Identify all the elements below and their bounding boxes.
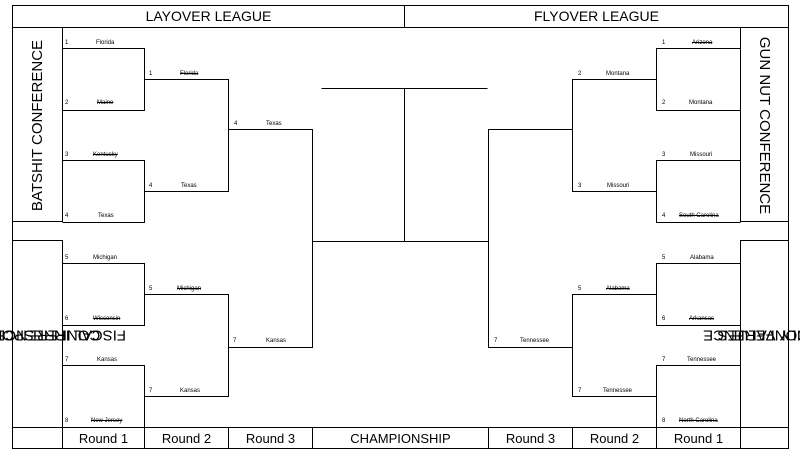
team-name: Kansas (97, 357, 118, 363)
outer-frame (12, 5, 789, 449)
team-name: Arizona (692, 40, 713, 46)
right-league-header: FLYOVER LEAGUE (533, 8, 659, 24)
seed-number: 8 (662, 418, 666, 424)
team-name: Kansas (266, 338, 287, 344)
seed-number: 4 (662, 213, 666, 219)
matchup-right-r2-2 (572, 294, 657, 397)
team-name: Arkansas (689, 316, 715, 322)
team-name: Tennessee (603, 388, 633, 394)
left-league-header: LAYOVER LEAGUE (145, 8, 272, 24)
round-label-championship: CHAMPIONSHIP (350, 430, 451, 446)
team-name: Montana (689, 100, 713, 106)
round-label: Round 3 (505, 430, 556, 446)
seed-number: 4 (234, 121, 238, 127)
seed-number: 4 (149, 183, 153, 189)
conference-name: GUN NUT CONFERENCE (756, 36, 774, 214)
matchup-right-r1-3 (656, 263, 741, 326)
matchup-right-r1-4 (656, 365, 741, 428)
team-name: Montana (606, 71, 630, 77)
seed-number: 5 (578, 286, 582, 292)
seed-number: 7 (578, 388, 582, 394)
team-name: South Carolina (679, 213, 719, 219)
seed-number: 7 (149, 388, 153, 394)
matchup-right-r1-1 (656, 48, 741, 111)
seed-number: 7 (233, 338, 237, 344)
matchup-right-r2-1 (572, 79, 657, 192)
seed-number: 1 (149, 71, 153, 77)
conference-label-top-left: BATSHIT CONFERENCE (13, 28, 63, 222)
conference-box-bottom-right (740, 240, 789, 428)
conference-name-line-2: CONFERENCE (0, 326, 101, 343)
team-name: North Carolina (679, 418, 718, 424)
matchup-right-r1-2 (656, 160, 741, 223)
conference-name: BATSHIT CONFERENCE (29, 39, 47, 211)
team-name: Alabama (690, 255, 714, 261)
seed-number: 3 (578, 183, 582, 189)
seed-number: 2 (578, 71, 582, 77)
seed-number: 5 (65, 255, 69, 261)
team-name: New Jersey (91, 418, 123, 424)
seed-number: 6 (662, 316, 666, 322)
conference-box-top-left (12, 27, 63, 222)
seed-number: 7 (494, 338, 498, 344)
seed-number: 4 (65, 213, 69, 219)
seed-number: 2 (65, 100, 69, 106)
team-name: Tennessee (520, 338, 550, 344)
seed-number: 5 (662, 255, 666, 261)
team-name: Wisconsin (93, 316, 121, 322)
round-label: Round 2 (589, 430, 640, 446)
team-name: Missouri (607, 183, 630, 189)
team-name: Texas (181, 183, 197, 189)
round-label: Round 1 (673, 430, 724, 446)
round-label: Round 3 (245, 430, 296, 446)
conference-label-bottom-left: FISCAL IRRESPONSIBILITY CONFERENCE (0, 241, 126, 428)
seed-number: 3 (662, 152, 666, 158)
seed-number: 1 (662, 40, 666, 46)
seed-number: 7 (662, 357, 666, 363)
team-name: Kansas (180, 388, 201, 394)
conference-label-bottom-right: FAMILY VALUES CONFERENCE (703, 241, 800, 428)
seed-number: 1 (65, 40, 69, 46)
seed-number: 6 (65, 316, 69, 322)
seed-number: 5 (149, 286, 153, 292)
team-name: Michigan (177, 286, 202, 292)
team-name: Missouri (690, 152, 713, 158)
matchup-right-r3 (488, 129, 573, 348)
team-name: Florida (96, 40, 115, 46)
team-name: Maine (97, 100, 114, 106)
seed-number: 2 (662, 100, 666, 106)
seed-number: 7 (65, 357, 69, 363)
seed-number: 8 (65, 418, 69, 424)
matchup-left-r3 (228, 129, 313, 348)
team-name: Kentucky (93, 152, 118, 158)
team-name: Alabama (606, 286, 630, 292)
conference-name-line-2: CONFERENCE (703, 326, 800, 343)
matchup-left-r2-1 (144, 79, 229, 192)
conference-label-top-right: GUN NUT CONFERENCE (740, 28, 790, 222)
team-name: Texas (266, 121, 282, 127)
conference-box-top-right (740, 27, 789, 222)
seed-number: 3 (65, 152, 69, 158)
matchup-left-r2-2 (144, 294, 229, 397)
round-label: Round 2 (161, 430, 212, 446)
team-name: Tennessee (687, 357, 717, 363)
team-name: Florida (180, 71, 199, 77)
team-name: Texas (98, 213, 114, 219)
team-name: Michigan (93, 255, 118, 261)
conference-box-bottom-left (12, 240, 63, 428)
round-label: Round 1 (78, 430, 129, 446)
